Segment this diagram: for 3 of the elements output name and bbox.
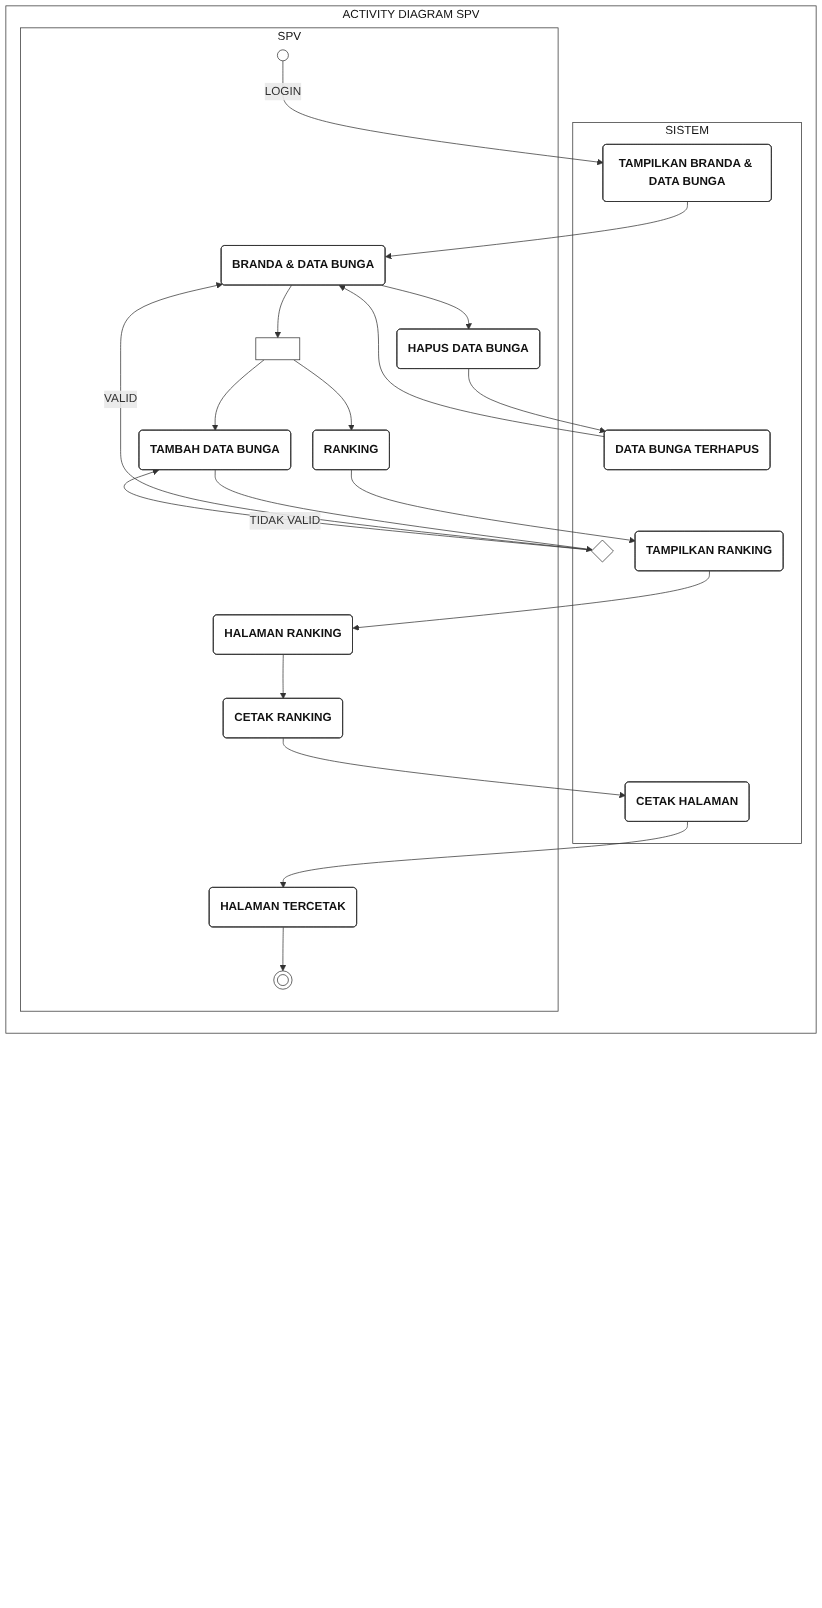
node-circle xyxy=(277,49,289,62)
node-bar xyxy=(255,337,301,361)
node-diamond xyxy=(591,539,614,563)
